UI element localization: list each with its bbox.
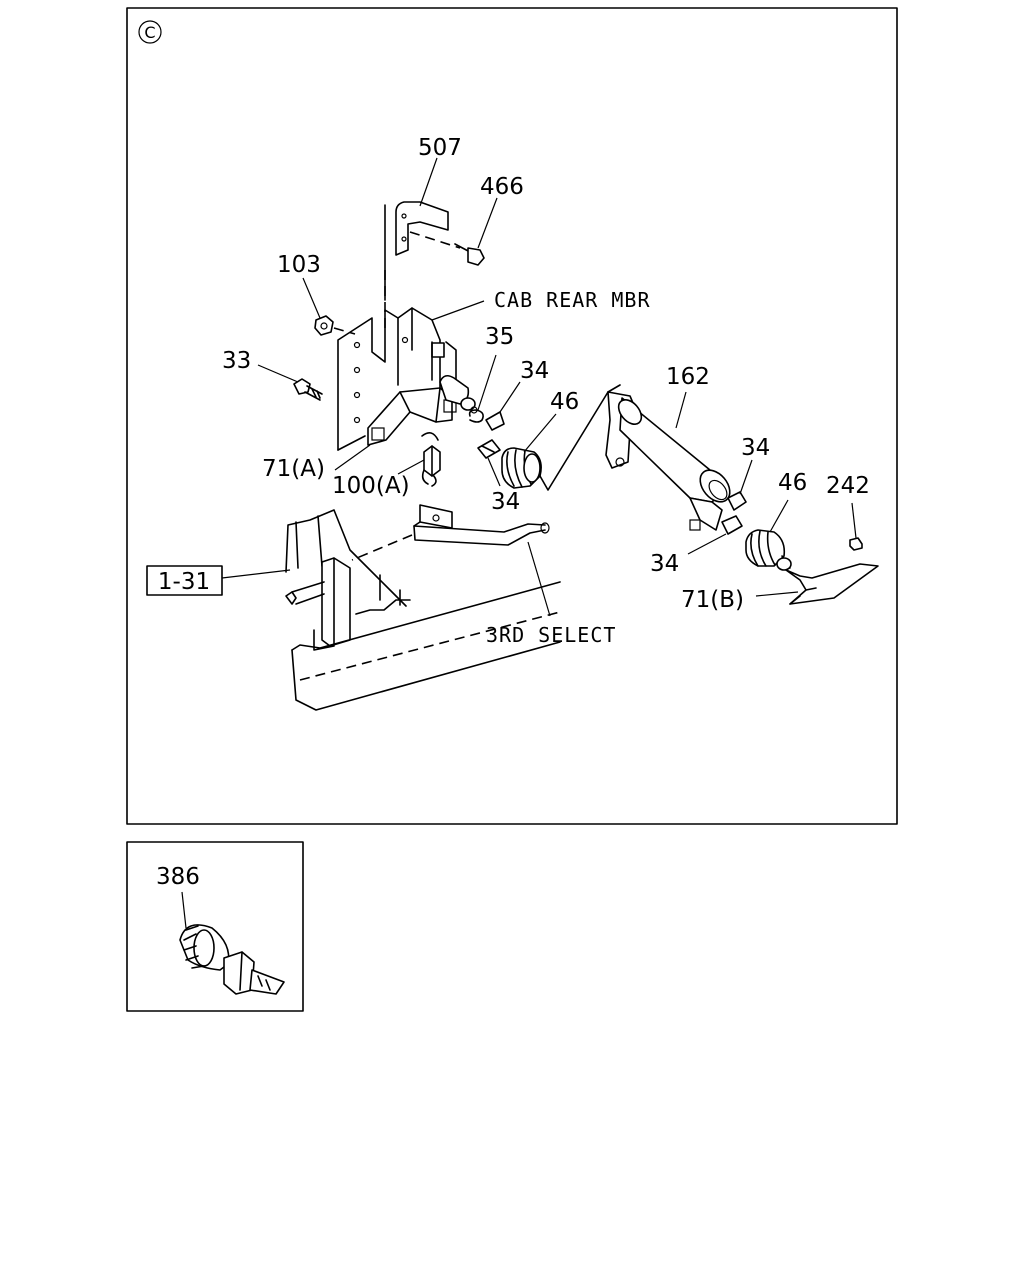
bracket-71b <box>776 555 879 605</box>
callout-466: 466 <box>480 174 524 200</box>
svg-text:C: C <box>144 23 155 42</box>
callout-34-c: 34 <box>741 435 770 461</box>
inset-panel-frame <box>126 841 304 1012</box>
callout-34-b: 34 <box>491 489 520 515</box>
bushing-34-upper <box>485 411 505 431</box>
hose-clamp-386 <box>179 924 285 995</box>
cab-rear-member <box>337 307 441 451</box>
callout-71a: 71(A) <box>262 456 325 482</box>
corner-mark: C <box>138 20 162 44</box>
label-cab-rear-mbr: CAB REAR MBR <box>494 288 651 312</box>
callout-103: 103 <box>277 252 321 278</box>
label-3rd-select: 3RD SELECT <box>486 623 616 647</box>
callout-100a: 100(A) <box>332 473 410 499</box>
boot-46-a <box>501 447 542 489</box>
bracket-71a <box>367 341 478 446</box>
bolt-33 <box>293 378 323 401</box>
callout-46-a: 46 <box>550 389 579 415</box>
select-rod <box>351 504 550 561</box>
callout-386: 386 <box>156 864 200 890</box>
callout-46-b: 46 <box>778 470 807 496</box>
callout-35: 35 <box>485 324 514 350</box>
boot-46-b <box>745 529 786 567</box>
callout-34-a: 34 <box>520 358 549 384</box>
chassis-frame <box>285 509 561 711</box>
bushing-34-right-lower <box>721 515 743 535</box>
main-panel-frame <box>126 7 898 825</box>
bushing-34-lower <box>477 439 501 459</box>
bolt-466 <box>409 231 485 266</box>
pin-100a <box>421 432 441 487</box>
reference-box-1-31[interactable]: 1-31 <box>146 565 223 596</box>
callout-34-d: 34 <box>650 551 679 577</box>
shaft-162 <box>605 391 731 531</box>
callout-242: 242 <box>826 473 870 499</box>
callout-162: 162 <box>666 364 710 390</box>
nut-242 <box>849 537 863 551</box>
bushing-34-right-upper <box>727 491 747 511</box>
reference-label-1-31: 1-31 <box>158 569 210 595</box>
callout-33: 33 <box>222 348 251 374</box>
nut-103 <box>314 315 356 336</box>
callout-507: 507 <box>418 135 462 161</box>
callout-71b: 71(B) <box>681 587 744 613</box>
clip-35 <box>468 409 484 423</box>
